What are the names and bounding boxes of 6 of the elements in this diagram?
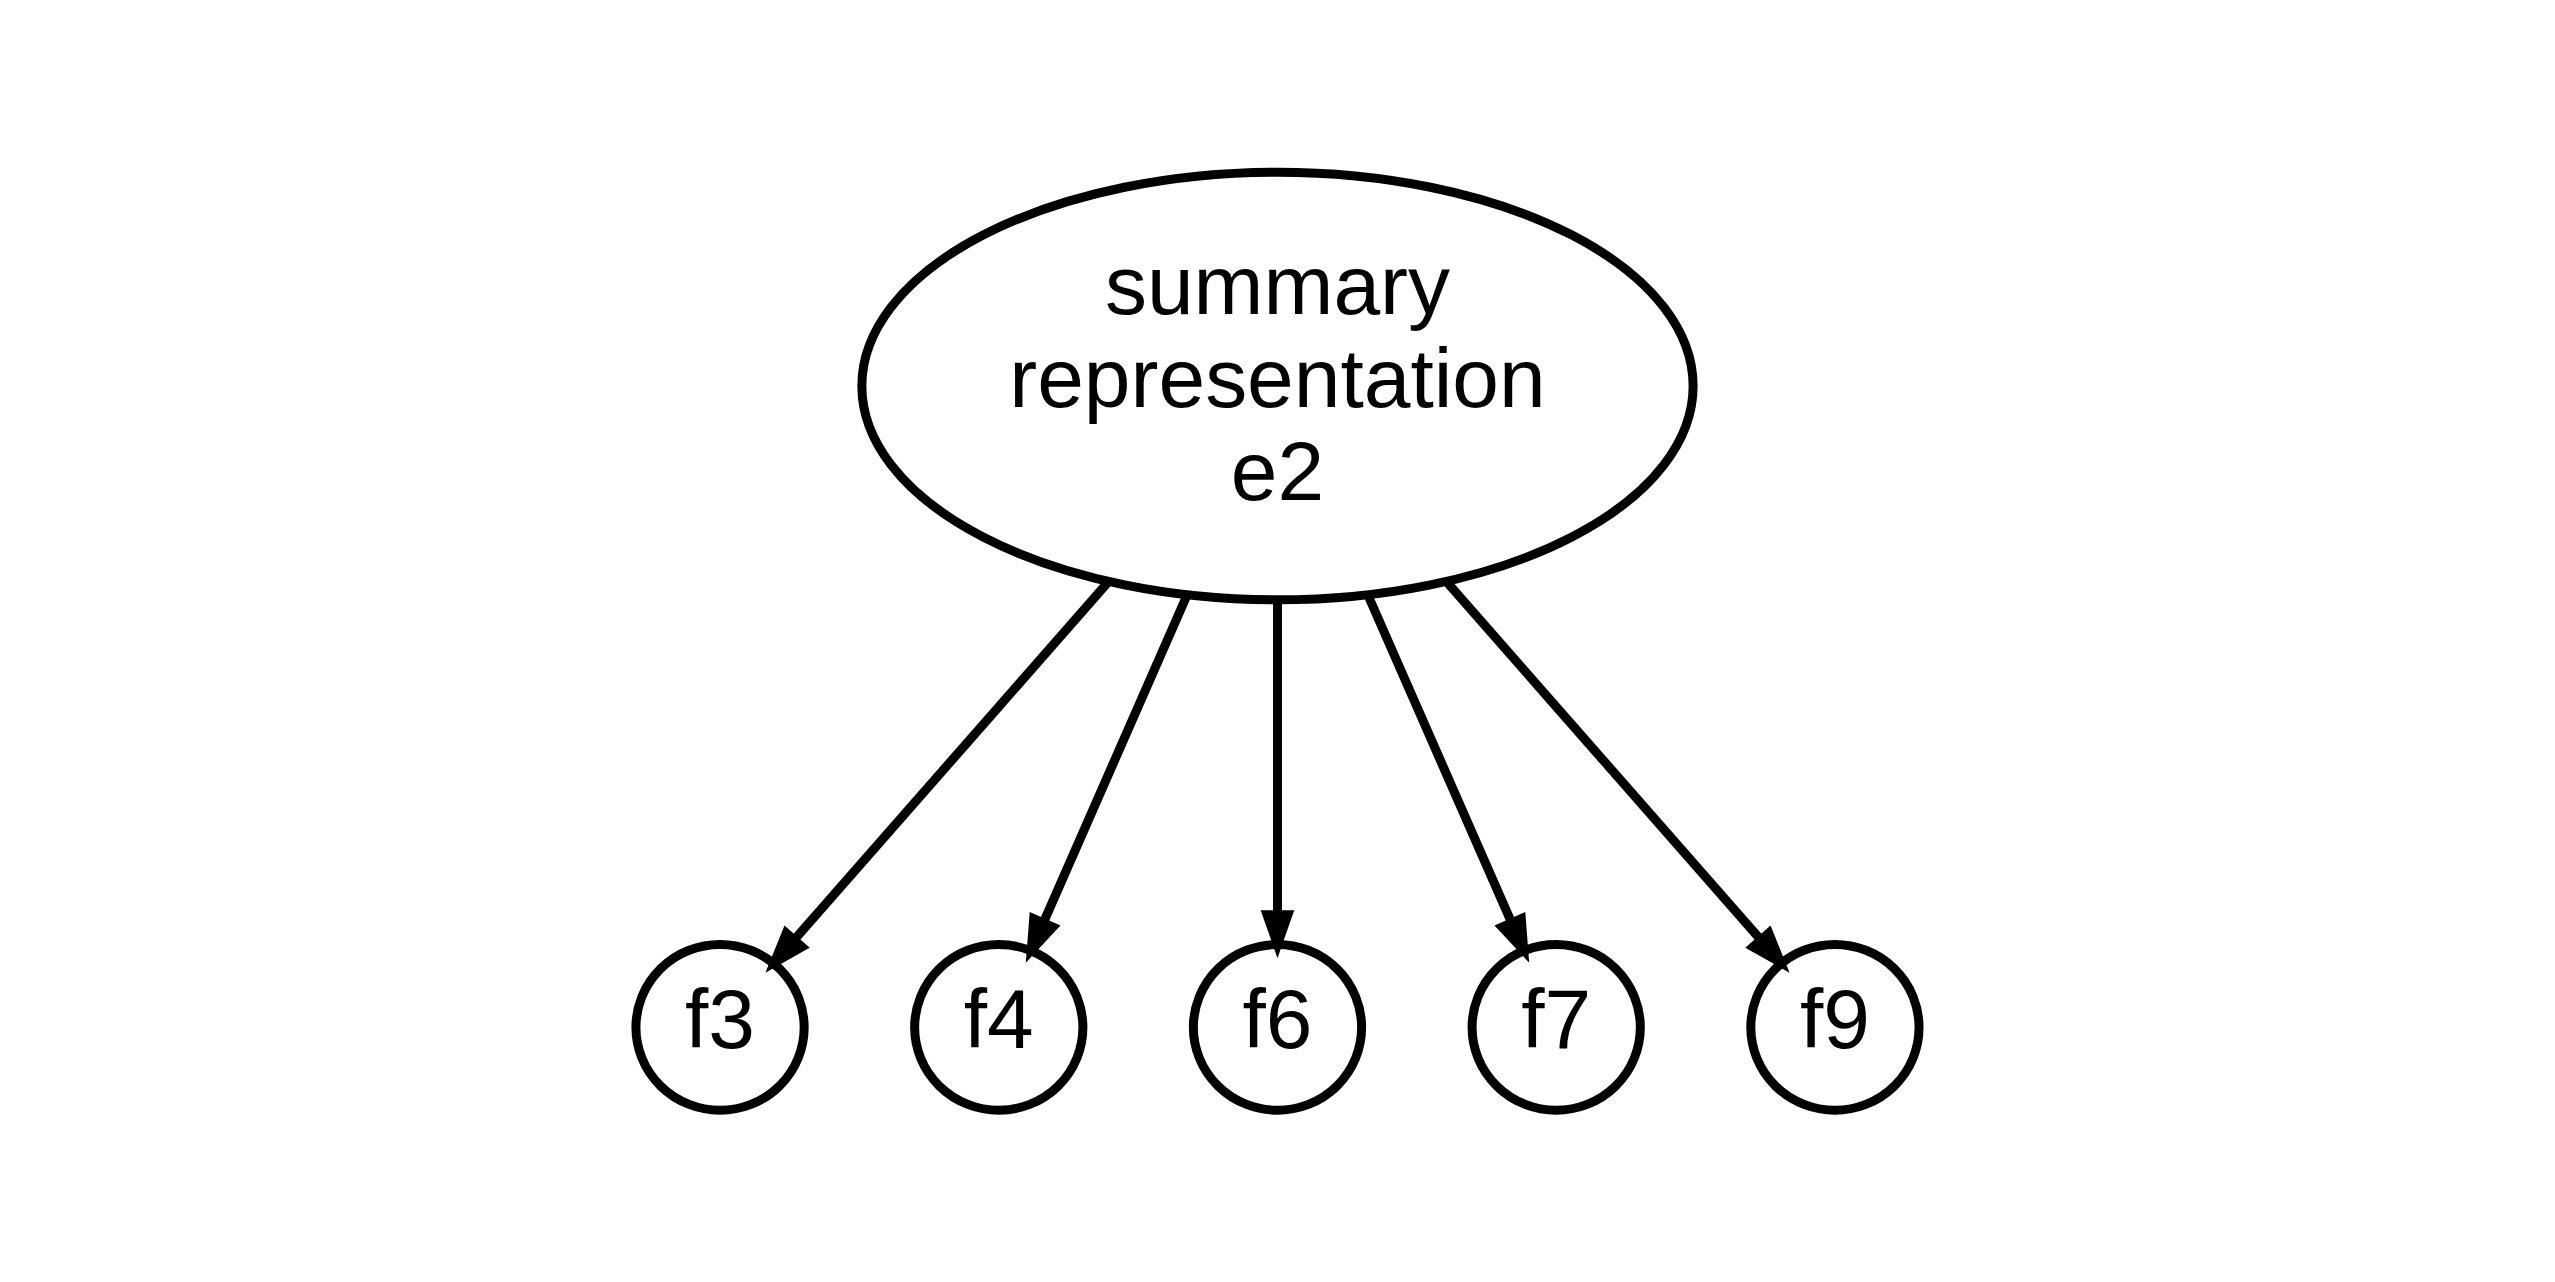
node-circle: f6 [1188, 940, 1367, 1115]
node-ellipse: summary representation e2 [857, 167, 1698, 605]
node-circle: f9 [1746, 940, 1924, 1115]
node-circle: f3 [631, 940, 809, 1115]
node-circle: f4 [910, 940, 1088, 1115]
node-circle: f7 [1467, 940, 1645, 1115]
